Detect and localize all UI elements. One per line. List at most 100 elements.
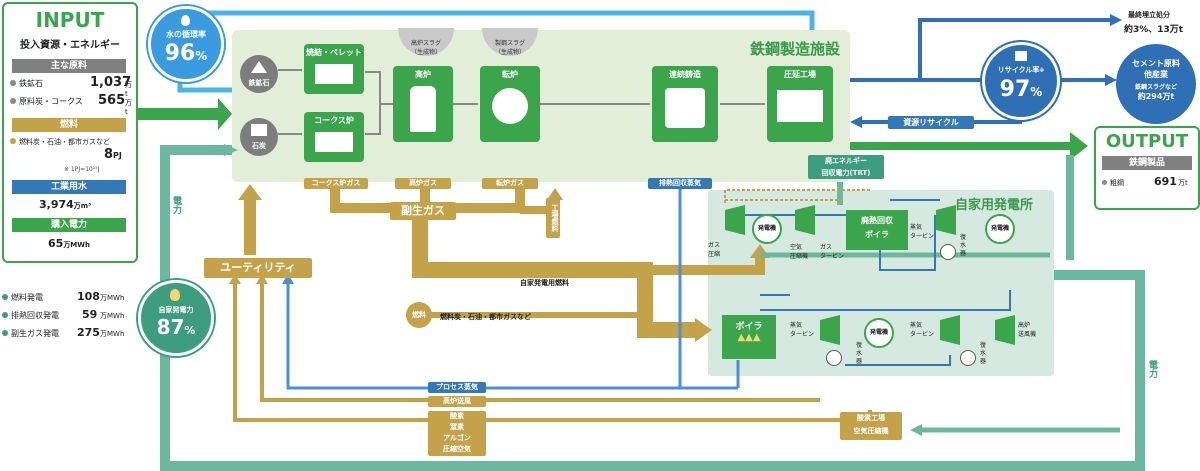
condenser-icon <box>960 350 976 366</box>
cement-circle: セメント原料 他産業 鉄鋼スラグなど 約294万t <box>1116 44 1196 124</box>
condenser-label-1: 復 水 器 <box>960 234 967 257</box>
self-fuel-label: 自家発電用燃料 <box>520 279 569 287</box>
main-material-header: 主な原料 <box>12 59 126 73</box>
coke-oven-icon <box>315 132 353 152</box>
factory-icon <box>315 64 353 84</box>
water-rate-circle: 水の循環率 96% <box>148 6 224 82</box>
generator-2: 発電機 <box>985 214 1015 244</box>
condenser-icon <box>940 244 956 260</box>
iron-ore-node-label: 鉄鉱石 <box>248 79 270 87</box>
water-drop-icon <box>181 15 190 26</box>
steam-turbine-label-3: 蒸気 タービン <box>910 322 935 338</box>
iron-ore-label: 鉄鉱石 <box>19 79 43 88</box>
output-arrow <box>850 132 1088 160</box>
bf-gas-tag: 高炉ガス <box>395 178 451 189</box>
coal-value: 565 <box>98 93 126 108</box>
output-product-header: 鉄鋼製品 <box>1102 156 1192 170</box>
rolling-icon <box>777 90 823 122</box>
condenser-icon <box>826 350 842 366</box>
fuel-types-label: 燃料炭・石油・都市ガスなど <box>440 313 531 321</box>
iron-ore-node: 鉄鉱石 <box>240 55 278 93</box>
oxygen-list-tag: 酸素 窒素 アルゴン 圧縮空気 <box>428 411 486 456</box>
steel-value: 691 <box>1154 175 1177 188</box>
ore-pile-icon <box>251 61 267 73</box>
recycle-label: リサイクル率 <box>997 66 1040 74</box>
water-rate-value: 96 <box>164 41 196 66</box>
cement-value: 約294万t <box>1137 92 1175 101</box>
coal-node: 石炭 <box>240 118 278 156</box>
waste-energy-tag: 廃エネルギー 回収電力(TRT) <box>808 155 884 179</box>
self-power-label: 自家発電力 <box>158 306 194 314</box>
byproduct-gas-tag: 副生ガス <box>390 202 456 220</box>
blast-furnace-process: 高炉 <box>393 66 453 142</box>
input-panel: INPUT 投入資源・エネルギー 主な原料 鉄鉱石 1,037 万t 原料炭・コ… <box>2 2 138 263</box>
casting-icon <box>665 88 705 128</box>
coke-gas-tag: コークス炉ガス <box>304 178 368 189</box>
gas-turbine-label: ガス タービン <box>820 244 845 260</box>
waste-boiler: 廃熱回収 ボイラ <box>846 210 908 250</box>
facility-title: 鉄鋼製造施設 <box>750 40 841 58</box>
steel-unit: 万t <box>1178 179 1188 187</box>
power-value-row: 65万MWh <box>48 237 90 250</box>
exhaust-steam-tag: 排熱回収蒸気 <box>648 178 712 189</box>
converter-process: 転炉 <box>480 66 540 142</box>
steel-row: 粗鋼 691 万t <box>1102 175 1192 192</box>
iron-ore-row: 鉄鉱石 1,037 万t <box>10 75 134 98</box>
landfill-value: 約3%、13万t <box>1124 25 1184 35</box>
power-list-item: 排熱回収発電 59 万MWh <box>2 308 137 328</box>
power-plant-title: 自家用発電所 <box>955 198 1034 213</box>
factory-fuel-tag: 工場燃料 <box>546 198 560 238</box>
input-arrow <box>138 98 232 130</box>
coal-label: 原料炭・コークス <box>19 97 83 106</box>
self-power-value: 87 <box>156 315 185 339</box>
fuel-desc: 燃料炭・石油・都市ガスなど <box>10 137 134 147</box>
input-title: INPUT <box>35 8 105 32</box>
electric-left-label: 電力 <box>171 196 181 214</box>
recycle-stack-icon <box>1015 51 1027 61</box>
steam-turbine-label-2: 蒸気 タービン <box>790 322 815 338</box>
fuel-header: 燃料 <box>12 118 126 132</box>
iron-ore-unit: 万t <box>125 81 132 98</box>
water-rate-unit: % <box>195 49 208 63</box>
coal-row: 原料炭・コークス 565 万t <box>10 93 134 116</box>
steel-label: 粗鋼 <box>1110 179 1124 187</box>
boiler: ボイラ ▲▲▲ <box>722 315 776 359</box>
power-list: 燃料発電 108 万MWh 排熱回収発電 59 万MWh 副生ガス発電 275 … <box>2 290 137 346</box>
water-value-row: 3,974万m³ <box>39 198 92 211</box>
steam-turbine-label-1: 蒸気 タービン <box>910 224 935 240</box>
fuel-value-row: 8PJ <box>104 147 122 162</box>
power-plant-background <box>708 190 1054 376</box>
recycle-unit: % <box>1030 85 1043 99</box>
cement-sub: 鉄鋼スラグなど <box>1134 84 1177 91</box>
coal-unit: 万t <box>125 99 132 116</box>
utility-tag: ユーティリティ <box>204 258 312 278</box>
output-title: OUTPUT <box>1105 131 1189 152</box>
lightbulb-icon <box>170 289 180 301</box>
bf-blower-label: 高炉 送風機 <box>1018 322 1037 338</box>
coal-node-label: 石炭 <box>252 142 266 150</box>
casting-process: 連続鋳造 <box>652 66 718 142</box>
flame-icon: ▲▲▲ <box>737 332 761 343</box>
generator-3: 発電機 <box>864 318 894 348</box>
output-panel: OUTPUT 鉄鋼製品 粗鋼 691 万t <box>1094 126 1200 210</box>
recycle-circle: リサイクル率※ 97% <box>982 42 1060 120</box>
power-list-item: 燃料発電 108 万MWh <box>2 290 137 310</box>
power-list-item: 副生ガス発電 275 万MWh <box>2 326 137 346</box>
recycle-note: ※ <box>1039 68 1045 74</box>
process-steam-tag: プロセス蒸気 <box>428 382 486 393</box>
fuel-note: ※ 1PJ=10¹⁵J <box>64 166 100 173</box>
water-rate-label: 水の循環率 <box>166 30 206 39</box>
recycle-value: 97 <box>999 77 1031 102</box>
electric-right-label: 電力 <box>1147 360 1157 378</box>
coal-icon <box>251 124 267 136</box>
blast-furnace-icon <box>410 86 436 132</box>
fuel-node: 燃料 <box>406 302 432 328</box>
condenser-label-3: 復 水 器 <box>980 342 987 365</box>
conv-gas-tag: 転炉ガス <box>482 178 538 189</box>
bf-air-tag: 高炉送風 <box>428 396 486 407</box>
water-header: 工業用水 <box>12 180 126 194</box>
generator-1: 発電機 <box>752 214 782 244</box>
resource-recycle-tag: 資源リサイクル <box>888 116 974 129</box>
self-power-unit: % <box>184 324 196 337</box>
iron-ore-value: 1,037 <box>90 75 132 90</box>
